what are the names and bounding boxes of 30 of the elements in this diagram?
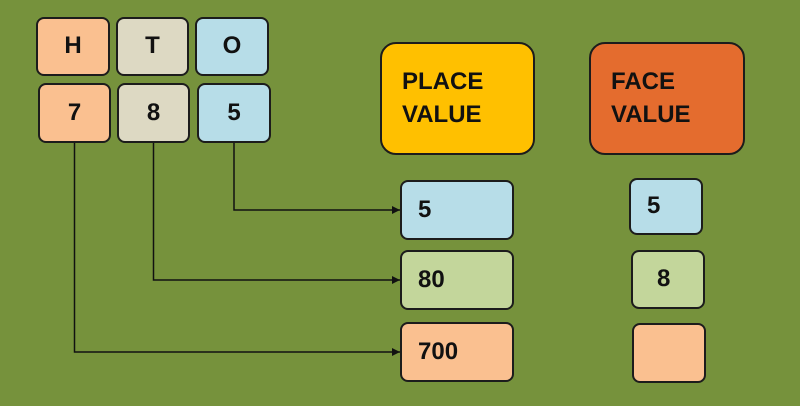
value-box: [38, 83, 111, 143]
box-label: 80: [418, 264, 445, 295]
value-box: [631, 250, 705, 309]
value-box: [629, 178, 703, 235]
box-label: 8: [657, 264, 670, 294]
box-label: 5: [227, 98, 241, 128]
box-label: H: [64, 31, 82, 62]
box-label: 5: [647, 191, 660, 222]
value-box: [400, 180, 514, 240]
value-box: [400, 322, 514, 382]
value-box: [197, 83, 271, 143]
box-label: 8: [146, 98, 160, 128]
arrow: [74, 143, 400, 356]
value-box: [195, 17, 269, 76]
arrow: [152, 143, 400, 284]
value-box: [116, 17, 189, 76]
box-label: 700: [418, 336, 458, 367]
value-box: [36, 17, 110, 76]
box-label: O: [222, 31, 242, 62]
heading-box: [589, 42, 745, 155]
heading-box: [380, 42, 535, 155]
box-label: 7: [68, 98, 82, 128]
arrow: [233, 143, 400, 214]
box-label: PLACE VALUE: [402, 67, 484, 130]
value-box: [400, 250, 514, 310]
box-label: FACE VALUE: [611, 67, 692, 130]
box-label: T: [145, 31, 160, 62]
box-label: 5: [418, 194, 432, 225]
empty-box: [632, 323, 706, 383]
value-box: [117, 83, 190, 143]
